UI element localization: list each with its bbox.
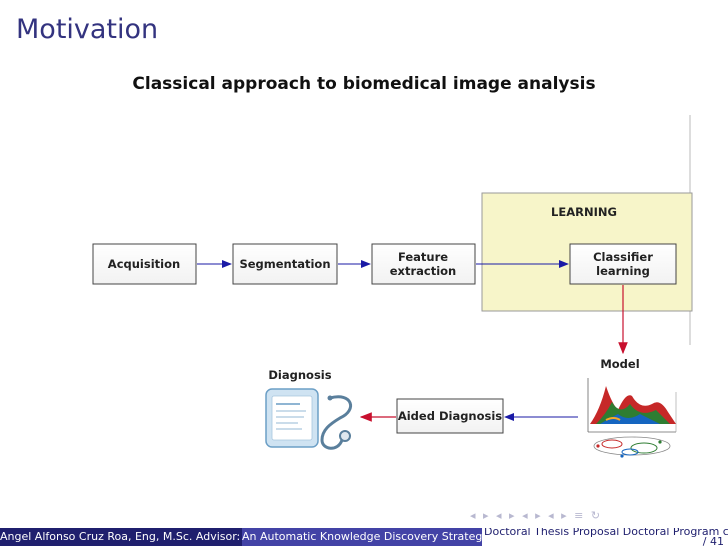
feature-label-line1: Feature — [398, 250, 448, 264]
classifier-learning-box: Classifier learning — [569, 243, 677, 285]
model-surface-plot-icon — [587, 378, 677, 458]
classifier-label-line1: Classifier — [593, 250, 653, 264]
footer-author: Angel Alfonso Cruz Roa, Eng, M.Sc. Advis… — [0, 528, 242, 546]
aided-diagnosis-label: Aided Diagnosis — [398, 409, 502, 423]
diagnosis-label: Diagnosis — [268, 368, 331, 382]
acquisition-box: Acquisition — [92, 243, 197, 285]
learning-label: LEARNING — [551, 205, 617, 219]
footer-page-number: / 41 — [702, 535, 724, 546]
segmentation-label: Segmentation — [239, 257, 330, 271]
segmentation-box: Segmentation — [232, 243, 338, 285]
clipboard-stethoscope-icon — [265, 388, 353, 450]
footer-title: An Automatic Knowledge Discovery Strateg… — [242, 528, 482, 546]
slide-subtitle: Classical approach to biomedical image a… — [132, 74, 596, 94]
footer-right: Doctoral Thesis Proposal Doctoral Progra… — [482, 528, 728, 546]
feature-extraction-box: Feature extraction — [371, 243, 476, 285]
footer-bar: Angel Alfonso Cruz Roa, Eng, M.Sc. Advis… — [0, 528, 728, 546]
classifier-label-line2: learning — [596, 264, 650, 278]
feature-label-line2: extraction — [390, 264, 457, 278]
beamer-navigation-symbols[interactable]: ◂ ▸ ◂ ▸ ◂ ▸ ◂ ▸ ≡ ↻ — [470, 509, 603, 522]
footer-program: Doctoral Thesis Proposal Doctoral Progra… — [484, 528, 728, 538]
frame-title: Motivation — [16, 14, 159, 45]
acquisition-label: Acquisition — [108, 257, 180, 271]
model-label: Model — [600, 357, 639, 371]
aided-diagnosis-box: Aided Diagnosis — [396, 398, 504, 434]
